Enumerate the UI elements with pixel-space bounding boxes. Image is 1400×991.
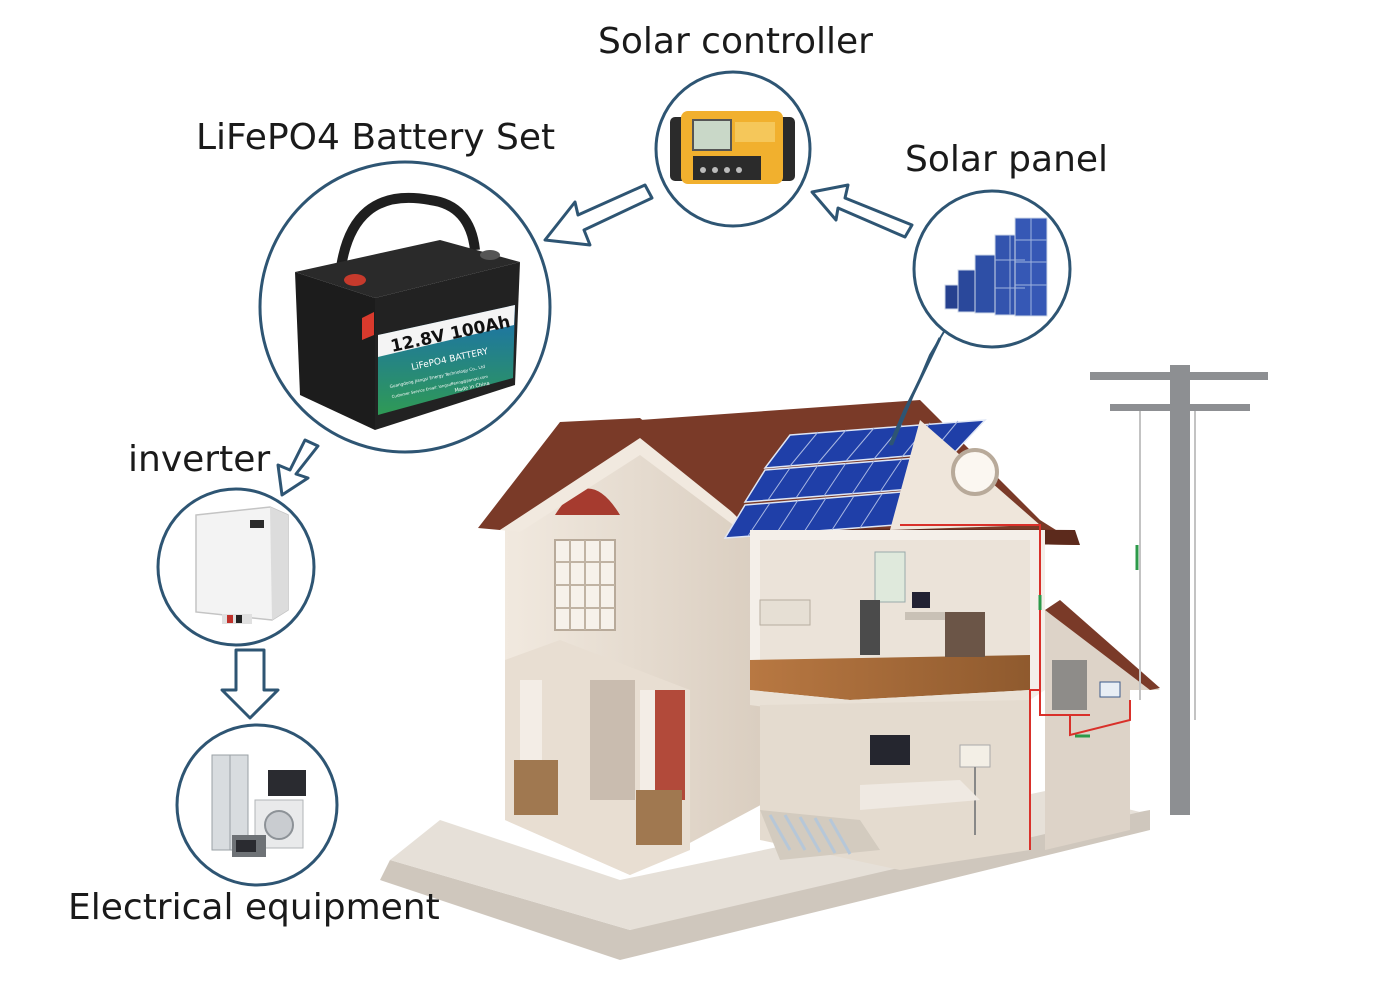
- arrow-controller-to-battery: [543, 183, 654, 247]
- round-window: [951, 448, 999, 496]
- solar-panel-icon: [944, 217, 1048, 317]
- arrow-battery-to-inverter: [276, 438, 320, 497]
- solar-controller-device: [670, 111, 795, 184]
- utility-pole: [1090, 365, 1268, 815]
- solar-panel-label: Solar panel: [905, 139, 1109, 180]
- battery-device: [295, 192, 520, 430]
- battery-set-label: LiFePO4 Battery Set: [196, 117, 556, 158]
- electrical-equipment-label: Electrical equipment: [68, 887, 440, 928]
- house-illustration: [380, 365, 1268, 960]
- solar-controller-circle: [654, 70, 812, 228]
- arched-window: [555, 488, 620, 515]
- upper-floor: [750, 655, 1030, 700]
- inverter-label: inverter: [128, 439, 271, 480]
- red-wiring: [900, 524, 1131, 850]
- arrow-panel-to-controller: [810, 183, 914, 239]
- solar-panel-circle: [912, 189, 1072, 349]
- inverter-device: [195, 506, 289, 624]
- left-roof: [478, 418, 770, 530]
- inverter-circle: [156, 487, 316, 647]
- flow-arrows: [220, 183, 946, 720]
- battery-circle: 12.8V 100Ah LiFePO4 BATTERY Guangdong Ji…: [258, 160, 552, 454]
- appliances-icon: [211, 754, 306, 857]
- solar-controller-label: Solar controller: [598, 21, 873, 62]
- arrow-inverter-to-equipment: [220, 648, 280, 720]
- equipment-circle: [175, 723, 339, 887]
